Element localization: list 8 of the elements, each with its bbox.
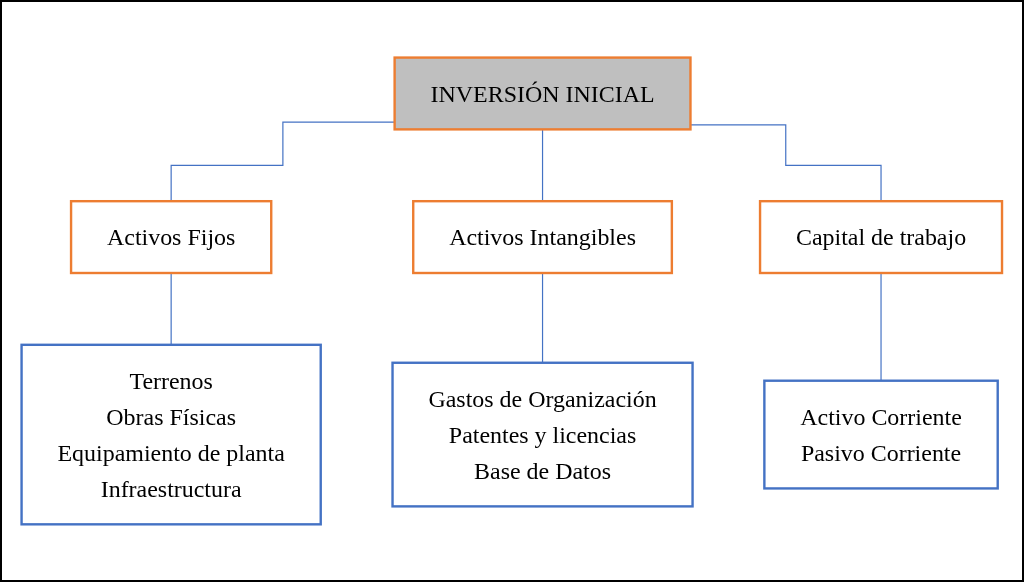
node-box: INVERSIÓN INICIAL <box>393 56 692 131</box>
node-box: Terrenos Obras Físicas Equipamiento de planta Infraestructura <box>20 343 323 526</box>
node-box: Activos Fijos <box>70 200 273 275</box>
node-box: Activos Intangibles <box>412 200 674 275</box>
node-box: Gastos de Organización Patentes y licencias Base de Datos <box>391 361 694 508</box>
node-box: Activo Corriente Pasivo Corriente <box>763 379 1000 490</box>
node-box: Capital de trabajo <box>759 200 1004 275</box>
connector <box>690 124 882 202</box>
